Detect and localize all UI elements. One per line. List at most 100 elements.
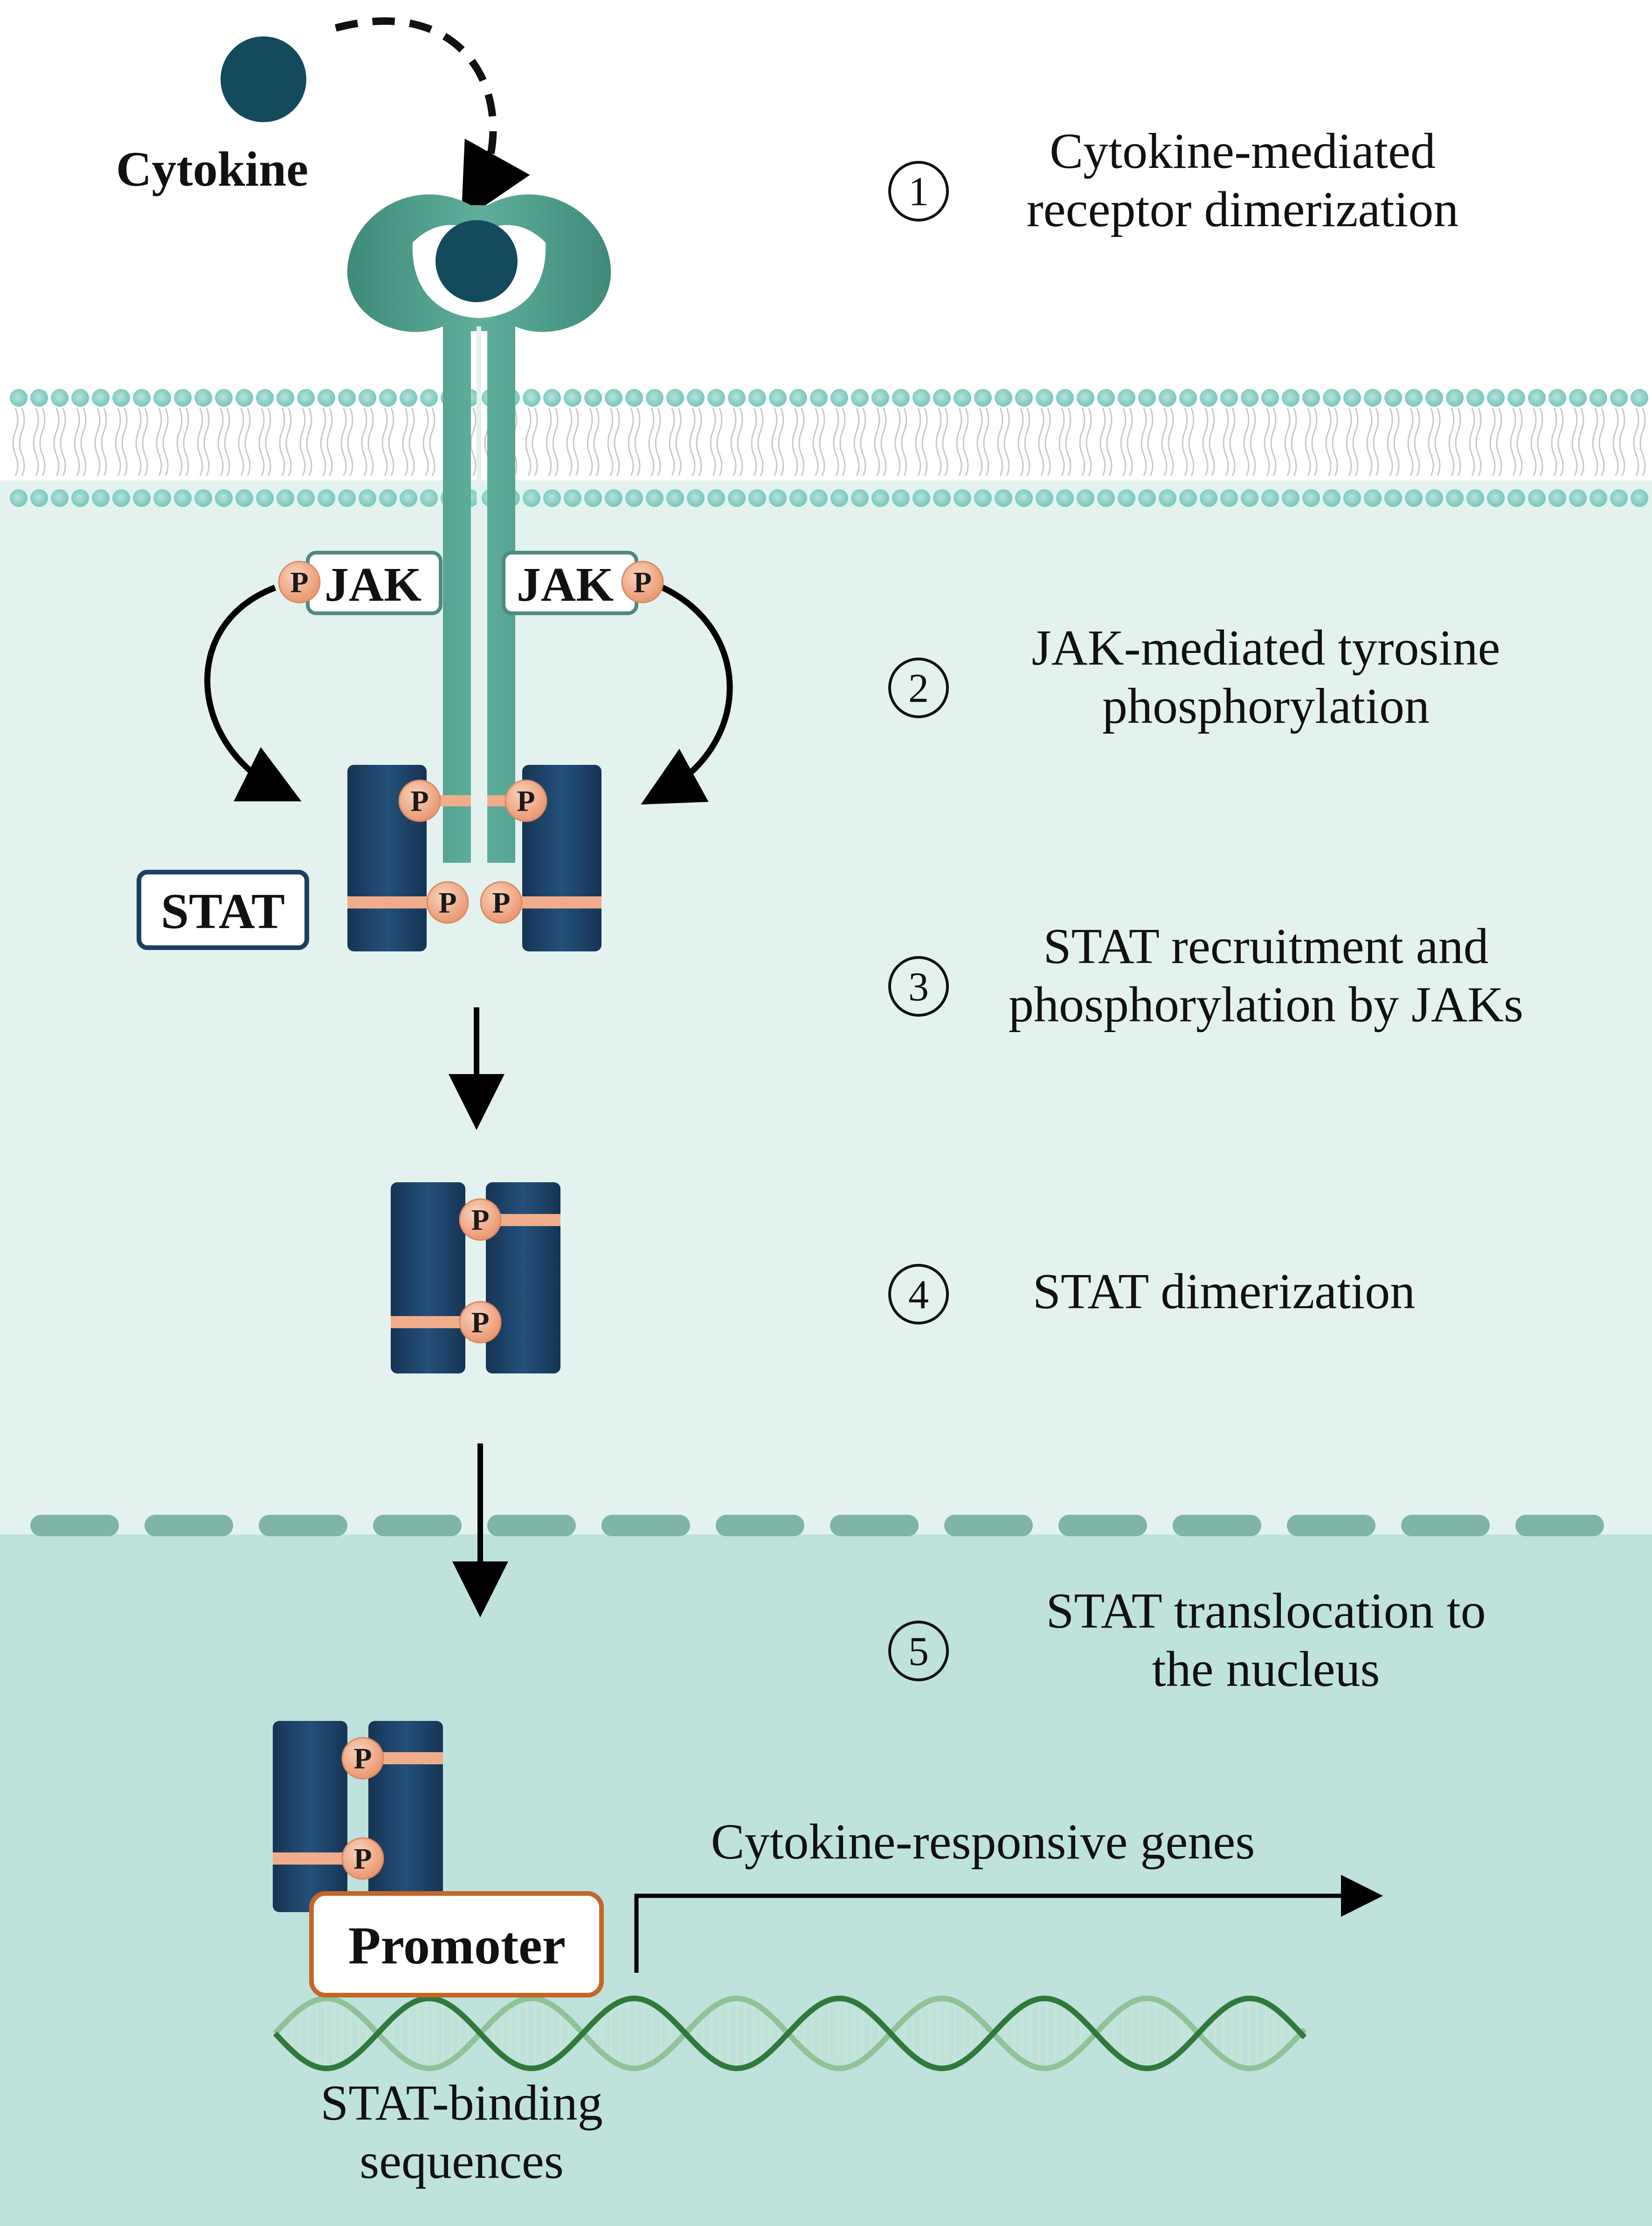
step-number-circle — [888, 1621, 949, 1681]
phosphate-circle — [278, 561, 321, 603]
lipid-tail — [1038, 408, 1044, 476]
lipid-tail — [1516, 408, 1523, 476]
lipid-tail — [798, 408, 805, 476]
lipid-head-inner — [810, 489, 828, 507]
stat-dimer-nucleus — [273, 1721, 443, 1912]
lipid-tail — [74, 408, 80, 476]
lipid-tail — [1612, 408, 1619, 476]
jak-right-label: JAK — [517, 558, 614, 611]
phosphate-circle — [621, 561, 664, 603]
nuclear-dimer-lower-band — [273, 1852, 352, 1865]
lipid-head-outer — [1569, 389, 1587, 407]
lipid-head-inner — [954, 489, 971, 507]
lipid-tail — [101, 408, 107, 476]
step-text-line2: receptor dimerization — [1027, 182, 1459, 237]
lipid-head-outer — [995, 389, 1012, 407]
lipid-head-inner — [1159, 489, 1176, 507]
phosphate-letter: P — [410, 784, 429, 818]
lipid-head-inner — [1036, 489, 1053, 507]
lipid-head-inner — [1384, 489, 1402, 507]
lipid-head-outer — [112, 389, 130, 407]
nuclear-membrane-segment — [373, 1515, 462, 1536]
lipid-tail — [33, 408, 39, 476]
lipid-head-inner — [338, 489, 356, 507]
lipid-tail — [1619, 408, 1625, 476]
phosphate-letter: P — [633, 566, 651, 599]
nuclear-dimer-left-monomer — [273, 1721, 347, 1912]
lipid-tail — [361, 408, 367, 476]
lipid-tail — [1530, 408, 1537, 476]
lipid-head-inner — [1487, 489, 1505, 507]
lipid-tail — [1352, 408, 1359, 476]
lipid-head-inner — [1302, 489, 1320, 507]
lipid-head-inner — [1405, 489, 1423, 507]
lipid-tail — [1209, 408, 1215, 476]
lipid-head-outer — [605, 389, 622, 407]
lipid-tail — [1414, 408, 1420, 476]
lipid-tail — [1393, 408, 1400, 476]
lipid-head-outer — [1138, 389, 1156, 407]
step-number-circle — [888, 161, 949, 222]
phosphate-circle — [341, 1837, 384, 1880]
lipid-tail — [326, 408, 333, 476]
nuclear-membrane-segment — [601, 1515, 690, 1536]
lipid-head-outer — [1507, 389, 1525, 407]
lipid-tail — [573, 408, 579, 476]
lipid-head-inner — [400, 489, 417, 507]
lipid-tail — [1469, 408, 1475, 476]
bound-cytokine — [435, 220, 518, 302]
lipid-head-inner — [359, 489, 376, 507]
lipid-head-outer — [10, 389, 28, 407]
lipid-head-outer — [1590, 389, 1607, 407]
promoter: Promoter — [309, 1891, 604, 1997]
cytokine-label: Cytokine — [116, 142, 308, 196]
lipid-head-outer — [51, 389, 69, 407]
lipid-tail — [607, 408, 614, 476]
lipid-head-inner — [1077, 489, 1094, 507]
lipid-tail — [757, 408, 764, 476]
lipid-tail — [1387, 408, 1393, 476]
step-text-line1: JAK-mediated tyrosine — [1032, 620, 1500, 676]
lipid-tail — [347, 408, 353, 476]
lipid-tail — [771, 408, 778, 476]
lipid-tail — [19, 408, 25, 476]
lipid-tail — [1311, 408, 1318, 476]
step-number: 3 — [908, 964, 929, 1010]
lipid-head-outer — [194, 389, 212, 407]
lipid-head-inner — [51, 489, 69, 507]
nuclear-membrane — [30, 1515, 1604, 1536]
lipid-tail — [299, 408, 306, 476]
lipid-head-outer — [1343, 389, 1361, 407]
lipid-tail — [1270, 408, 1277, 476]
lipid-tail — [956, 408, 962, 476]
lipid-tail — [593, 408, 600, 476]
lipid-head-outer — [379, 389, 397, 407]
lipid-head-outer — [338, 389, 356, 407]
phospho-nuclear-upper: P — [341, 1737, 384, 1780]
lipid-head-outer — [1118, 389, 1135, 407]
lipid-head-outer — [954, 389, 971, 407]
lipid-head-outer — [892, 389, 910, 407]
lipid-tail — [1243, 408, 1250, 476]
lipid-tail — [710, 408, 716, 476]
lipid-tail — [689, 408, 696, 476]
lipid-head-inner — [1056, 489, 1074, 507]
phospho-nuclear-lower: P — [341, 1837, 384, 1880]
lipid-tail — [1551, 408, 1557, 476]
phospho-dimer-upper: P — [459, 1198, 502, 1241]
lipid-tail — [156, 408, 162, 476]
lipid-tail — [1537, 408, 1543, 476]
lipid-head-outer — [420, 389, 438, 407]
lipid-head-outer — [769, 389, 787, 407]
nuclear-membrane-segment — [1058, 1515, 1147, 1536]
lipid-head-outer — [1528, 389, 1546, 407]
lipid-tail — [1182, 408, 1188, 476]
phospho-jak-right: P — [621, 561, 664, 603]
stat-label: STAT — [137, 870, 309, 950]
lipid-tail — [696, 408, 702, 476]
cytokine-ligand — [221, 36, 306, 122]
